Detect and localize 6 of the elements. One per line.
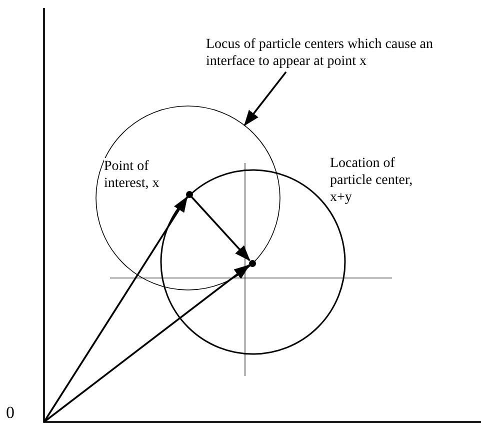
leader-arrow xyxy=(244,71,287,126)
vector-arrow xyxy=(43,196,188,422)
callout-text: Locus of particle centers which cause an interface to appear at point x xyxy=(206,36,450,72)
origin-label: 0 xyxy=(6,404,44,422)
vector-arrow xyxy=(43,264,250,423)
vector-arrow xyxy=(190,196,250,262)
